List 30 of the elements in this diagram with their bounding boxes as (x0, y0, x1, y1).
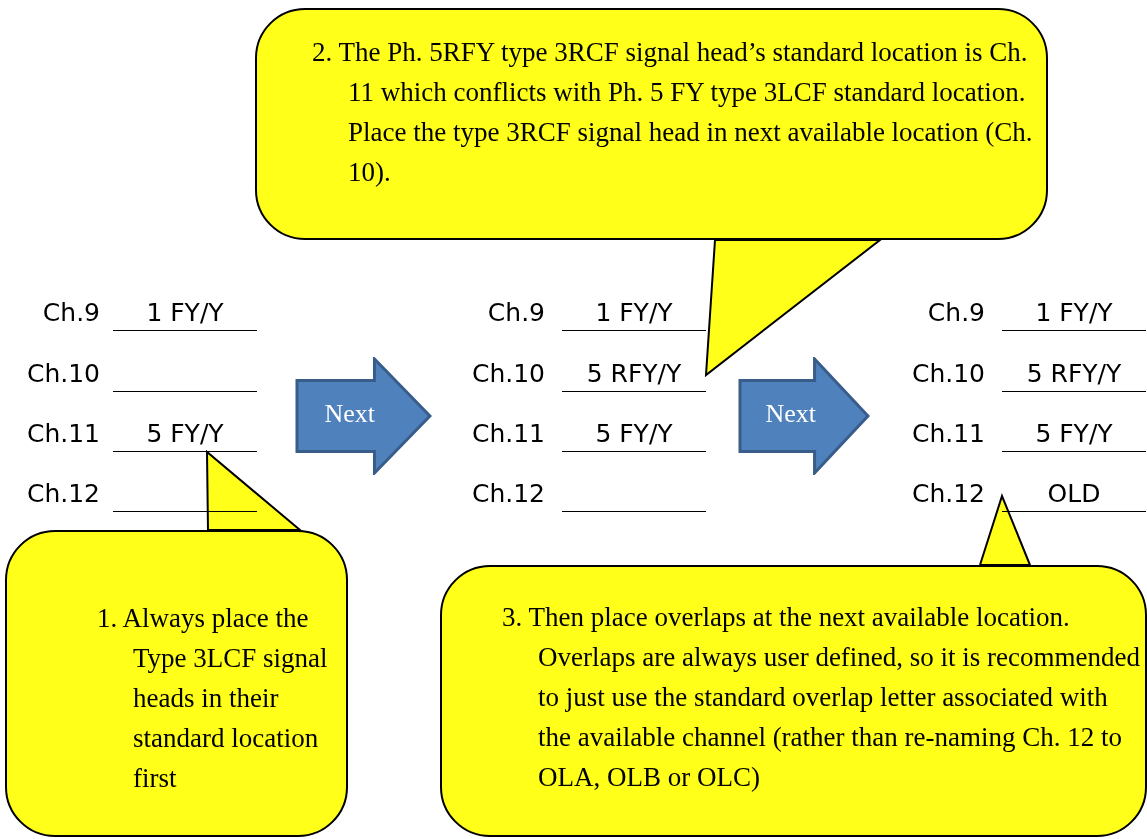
channel-label: Ch.9 (926, 297, 985, 329)
channel-value: OLD (1002, 476, 1146, 512)
channel-value: 5 FY/Y (113, 416, 257, 452)
channel-label: Ch.11 (910, 418, 985, 450)
channel-value: 5 RFY/Y (562, 356, 706, 392)
channel-label: Ch.11 (470, 418, 545, 450)
channel-label: Ch.12 (25, 478, 100, 510)
channel-value: 1 FY/Y (113, 295, 257, 331)
callout-pointer (704, 239, 883, 378)
channel-label: Ch.10 (470, 358, 545, 390)
channel-value: 1 FY/Y (562, 295, 706, 331)
callout-text: 2. The Ph. 5RFY type 3RCF signal head’s standard location is Ch. 11 which conflicts with Ph. 5 FY type 3LCF standard location. Place the type 3RCF signal head in next available location (Ch. 10). (312, 36, 1034, 189)
channel-label: Ch.12 (470, 478, 545, 510)
channel-label: Ch.9 (486, 297, 545, 329)
channel-value: 1 FY/Y (1002, 295, 1146, 331)
channel-label: Ch.12 (910, 478, 985, 510)
next-arrow: Next (295, 357, 432, 475)
callout-pointer (205, 449, 303, 531)
channel-value: 5 FY/Y (1002, 416, 1146, 452)
channel-label: Ch.9 (41, 297, 100, 329)
callout-text: 3. Then place overlaps at the next available location. Overlaps are always user defined, so it is recommended to just use the standard overlap letter associated with the available channel (rather than re-naming Ch. 12 to OLA, OLB or OLC) (502, 601, 1141, 794)
channel-label: Ch.10 (910, 358, 985, 390)
channel-value: 5 FY/Y (562, 416, 706, 452)
next-arrow: Next (738, 357, 870, 475)
channel-label: Ch.11 (25, 418, 100, 450)
callout-text: 1. Always place the Type 3LCF signal heads in their standard location first (97, 602, 329, 795)
callout-bubble (5, 530, 348, 837)
channel-value: 5 RFY/Y (1002, 356, 1146, 392)
callout-bubble (440, 565, 1147, 837)
channel-label: Ch.10 (25, 358, 100, 390)
